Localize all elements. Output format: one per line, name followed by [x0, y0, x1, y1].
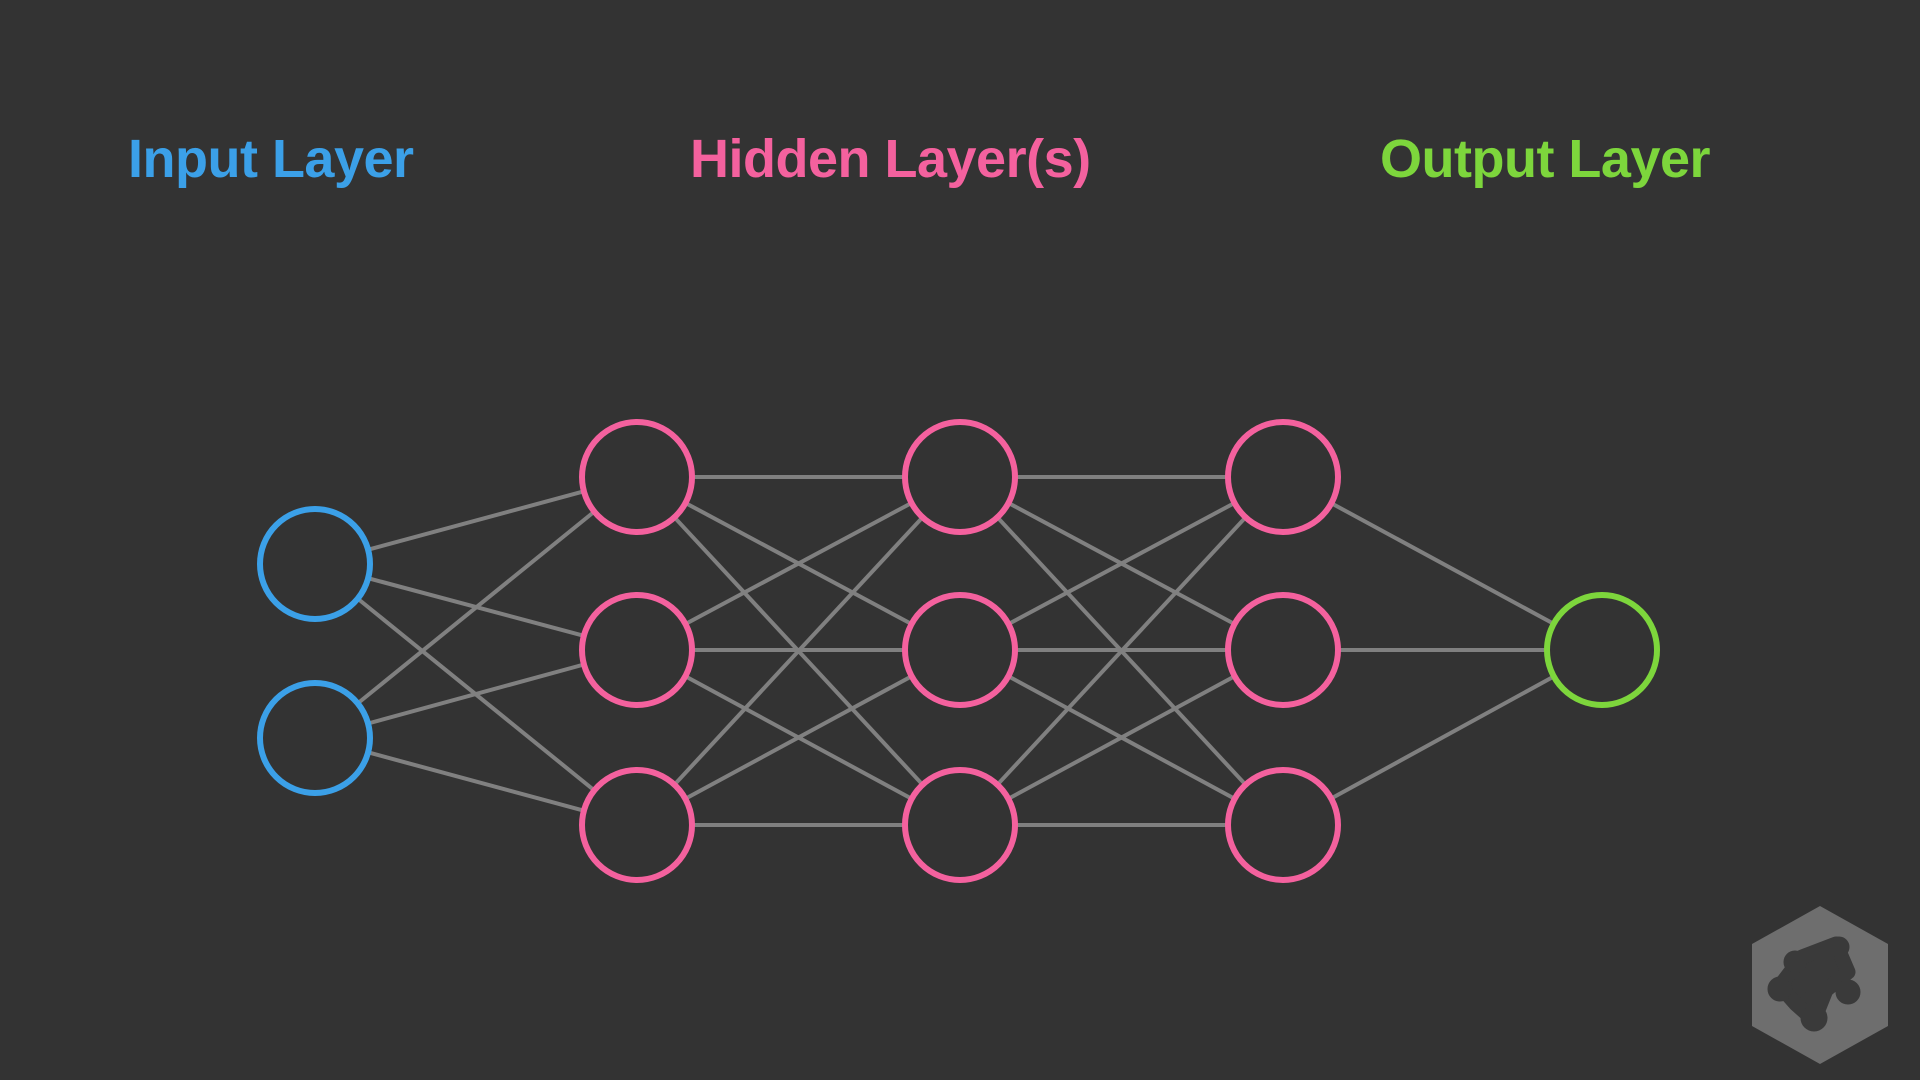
nodes-group — [257, 419, 1660, 883]
layer-caption-output: Output Layer — [1380, 129, 1711, 189]
hexagon-neuron-logo-icon — [1752, 906, 1888, 1064]
node-input-1 — [257, 506, 373, 622]
layer-caption-input: Input Layer — [128, 129, 414, 189]
node-hidden-1-3 — [579, 767, 695, 883]
node-input-2 — [257, 680, 373, 796]
connection-line — [1330, 501, 1555, 626]
connection-line — [995, 515, 1248, 787]
node-hidden-3-1 — [1225, 419, 1341, 535]
connection-line — [1007, 501, 1236, 626]
connection-line — [367, 750, 585, 813]
connection-line — [367, 662, 585, 726]
node-hidden-3-3 — [1225, 767, 1341, 883]
node-hidden-1-2 — [579, 592, 695, 708]
connection-line — [356, 510, 596, 705]
node-hidden-1-1 — [579, 419, 695, 535]
layer-caption-hidden: Hidden Layer(s) — [690, 129, 1091, 189]
connection-line — [1330, 674, 1555, 801]
connection-line — [672, 515, 925, 787]
connection-line — [367, 489, 585, 552]
node-hidden-2-1 — [902, 419, 1018, 535]
connection-line — [1007, 674, 1236, 801]
connections-group — [356, 475, 1555, 827]
node-hidden-2-2 — [902, 592, 1018, 708]
node-hidden-2-3 — [902, 767, 1018, 883]
node-hidden-3-2 — [1225, 592, 1341, 708]
connection-line — [684, 674, 913, 801]
node-output-1 — [1544, 592, 1660, 708]
connection-line — [684, 501, 913, 626]
